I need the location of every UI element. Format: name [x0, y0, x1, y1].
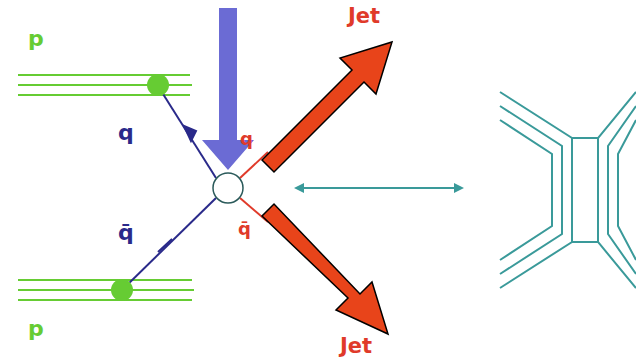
particle-label: q̄ — [118, 222, 134, 244]
jet-label: Jet — [348, 6, 380, 27]
proton-lines — [18, 75, 194, 300]
particle-label: p — [28, 28, 44, 50]
jet-arrow — [262, 42, 392, 172]
particle-label: p — [28, 318, 44, 340]
proton-dot — [147, 74, 169, 96]
jet-label: Jet — [340, 336, 372, 357]
vertex-circle — [213, 173, 243, 203]
probe-arrow — [202, 8, 254, 170]
particle-label: q — [240, 130, 253, 148]
proton-dot — [111, 279, 133, 301]
jet-arrow — [262, 204, 388, 334]
string-diagram — [500, 92, 636, 288]
quark-lines — [122, 86, 216, 290]
double-arrow — [296, 187, 462, 189]
particle-label: q — [118, 122, 134, 144]
particle-label: q̄ — [238, 220, 251, 238]
